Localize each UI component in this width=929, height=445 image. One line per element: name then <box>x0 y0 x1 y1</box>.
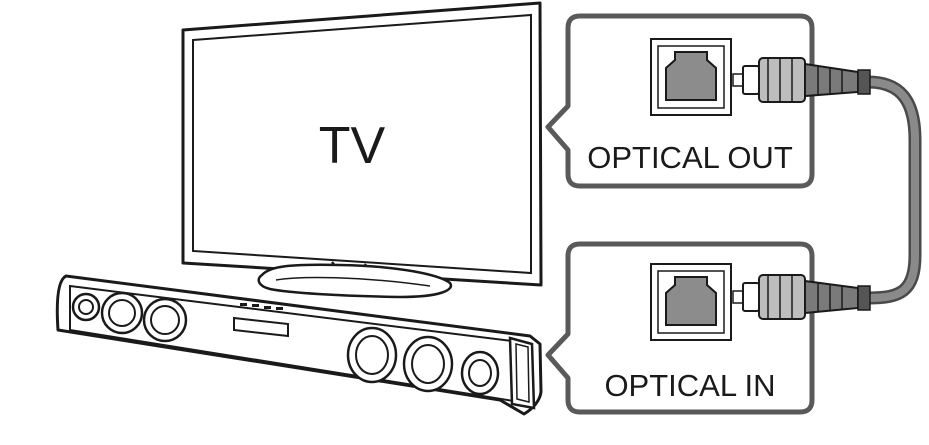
callout-optical-out: OPTICAL OUT <box>545 13 871 189</box>
callout-optical-in: OPTICAL IN <box>545 241 871 415</box>
speaker-right-woofer-2 <box>402 335 454 393</box>
soundbar-button <box>264 306 271 309</box>
soundbar-end-cap-inner <box>515 343 530 403</box>
soundbar-buttons <box>240 303 283 310</box>
optical-in-port <box>650 263 732 341</box>
optical-out-port <box>650 38 732 116</box>
cable-outline <box>861 75 922 305</box>
speaker-left-woofer-2 <box>142 297 188 343</box>
tv: TV <box>181 1 543 299</box>
speaker-left-woofer-1 <box>100 291 144 335</box>
tv-screen <box>192 13 532 275</box>
soundbar-end-cap <box>508 336 536 410</box>
soundbar-button <box>240 303 247 306</box>
optical-in-label: OPTICAL IN <box>604 368 775 403</box>
optical-in-plug <box>732 274 871 320</box>
tv-stand-base <box>257 263 453 299</box>
soundbar <box>55 274 543 416</box>
soundbar-button <box>276 307 283 310</box>
soundbar-display <box>233 316 289 338</box>
speaker-right-woofer-1 <box>346 326 398 384</box>
tv-label: TV <box>319 117 386 175</box>
optical-out-label: OPTICAL OUT <box>587 140 793 175</box>
optical-cable <box>861 75 922 305</box>
soundbar-button <box>252 304 259 307</box>
optical-out-plug <box>732 57 871 103</box>
tv-stand-base-edge <box>275 276 431 287</box>
speaker-right-tweeter <box>460 350 500 396</box>
cable-body <box>864 78 919 302</box>
speaker-left-tweeter <box>71 292 101 322</box>
